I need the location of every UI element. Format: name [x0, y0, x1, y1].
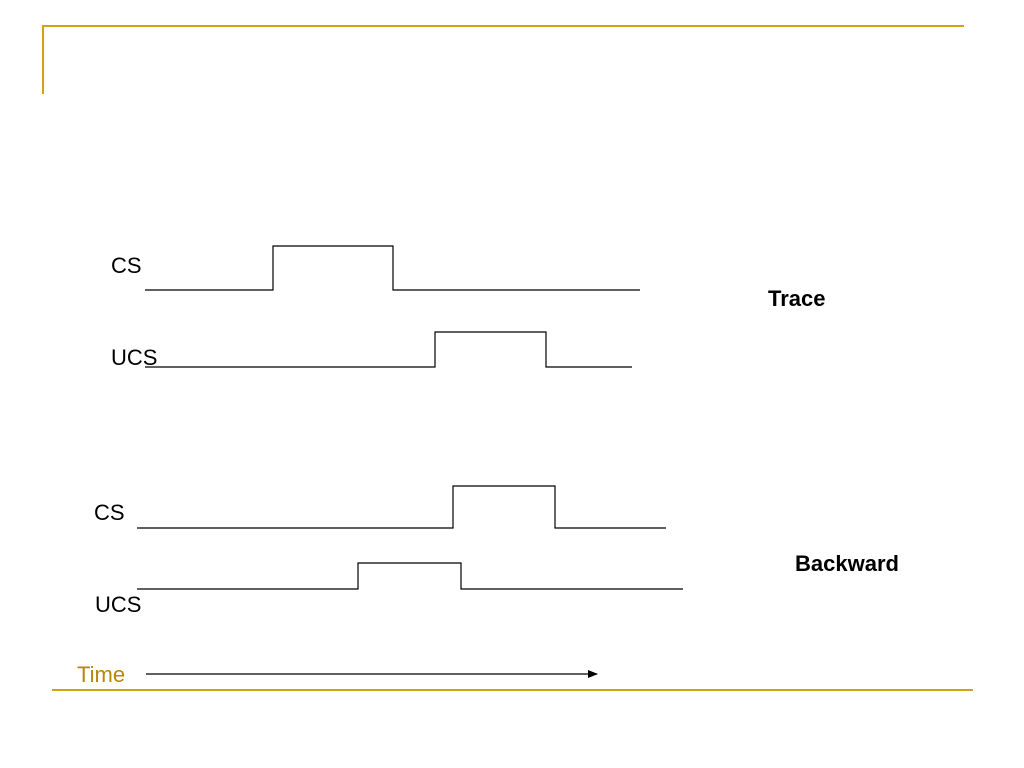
- frame-top-rule: [42, 25, 964, 27]
- trace-cs-waveform: [145, 245, 640, 291]
- time-axis-label: Time: [77, 662, 126, 687]
- trace-ucs-waveform: [145, 331, 632, 368]
- backward-ucs-waveform: [137, 562, 683, 590]
- trace-cs-label: CS: [111, 253, 142, 278]
- trace-title: Trace: [768, 286, 826, 311]
- backward-title: Backward: [795, 551, 899, 576]
- trace-ucs-label: UCS: [111, 345, 158, 370]
- backward-ucs-label: UCS: [95, 592, 142, 617]
- frame-left-rule: [42, 25, 44, 94]
- frame-bottom-rule: [52, 689, 973, 691]
- backward-cs-waveform: [137, 485, 666, 529]
- backward-cs-label: CS: [94, 500, 125, 525]
